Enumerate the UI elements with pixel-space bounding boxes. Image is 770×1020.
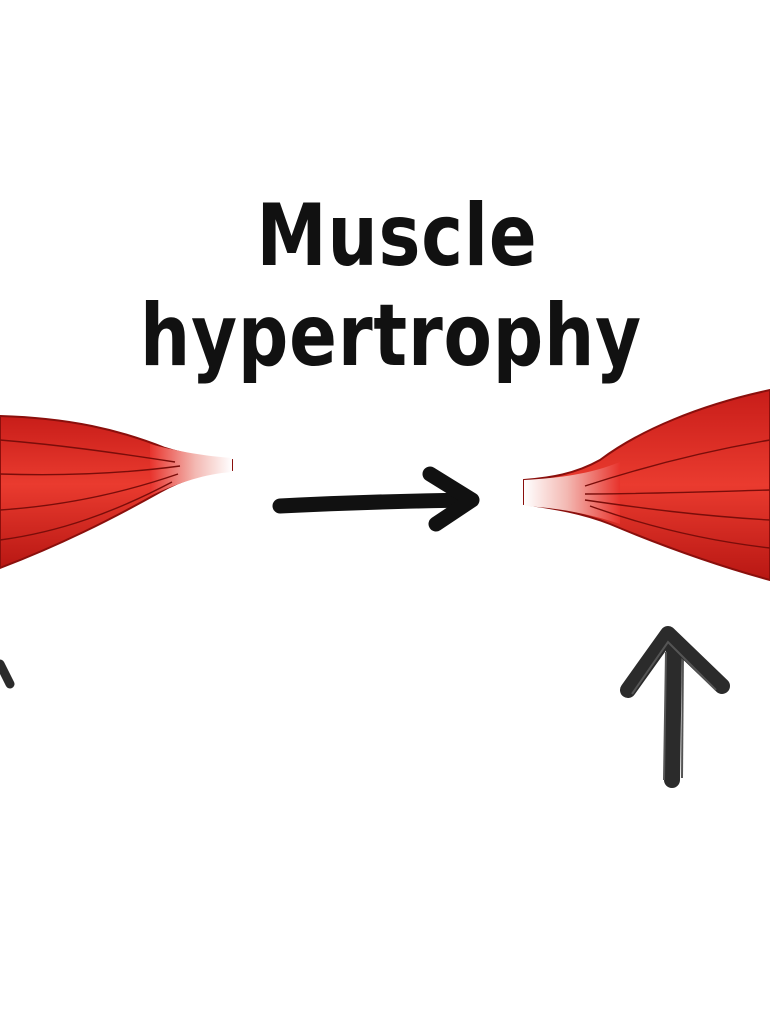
- large-muscle-icon: [523, 388, 770, 582]
- title-line-1: Muscle: [256, 186, 538, 286]
- title-line-2: hypertrophy: [140, 286, 642, 386]
- up-arrow-icon: [620, 626, 730, 788]
- small-muscle-icon: [0, 414, 233, 570]
- right-arrow-icon: [272, 466, 480, 532]
- partial-up-arrow-icon: [0, 659, 15, 689]
